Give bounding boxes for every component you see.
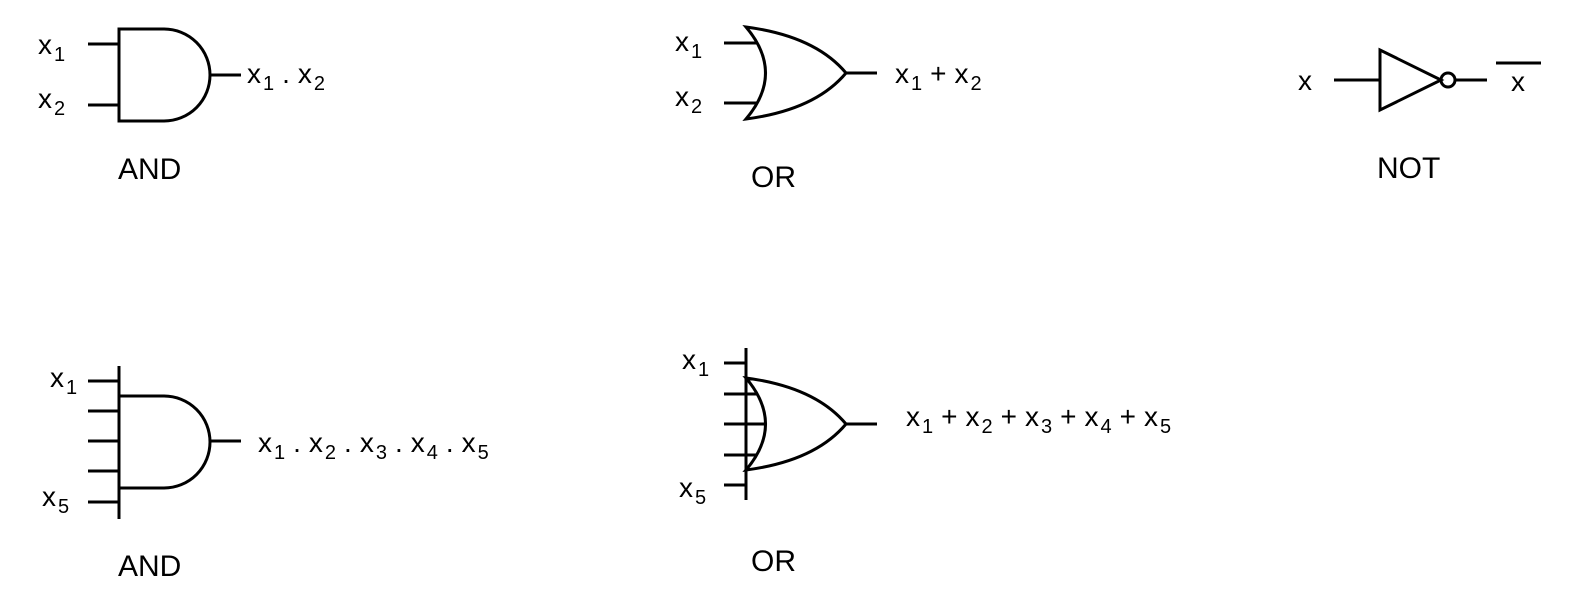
not-input-label: x bbox=[1298, 65, 1312, 96]
and-gate-body bbox=[117, 27, 212, 123]
or5-caption: OR bbox=[751, 545, 796, 578]
not-caption: NOT bbox=[1377, 152, 1440, 185]
and5-gate-body bbox=[119, 394, 212, 490]
or-gate-body bbox=[742, 25, 848, 121]
not-gate-triangle bbox=[1378, 47, 1445, 113]
or5-gate-body bbox=[742, 376, 848, 472]
not-output-label: x bbox=[1511, 66, 1525, 97]
or-caption: OR bbox=[751, 161, 796, 194]
and5-caption: AND bbox=[118, 550, 181, 583]
not-gate: x x NOT bbox=[1298, 47, 1541, 185]
and-caption: AND bbox=[118, 153, 181, 186]
